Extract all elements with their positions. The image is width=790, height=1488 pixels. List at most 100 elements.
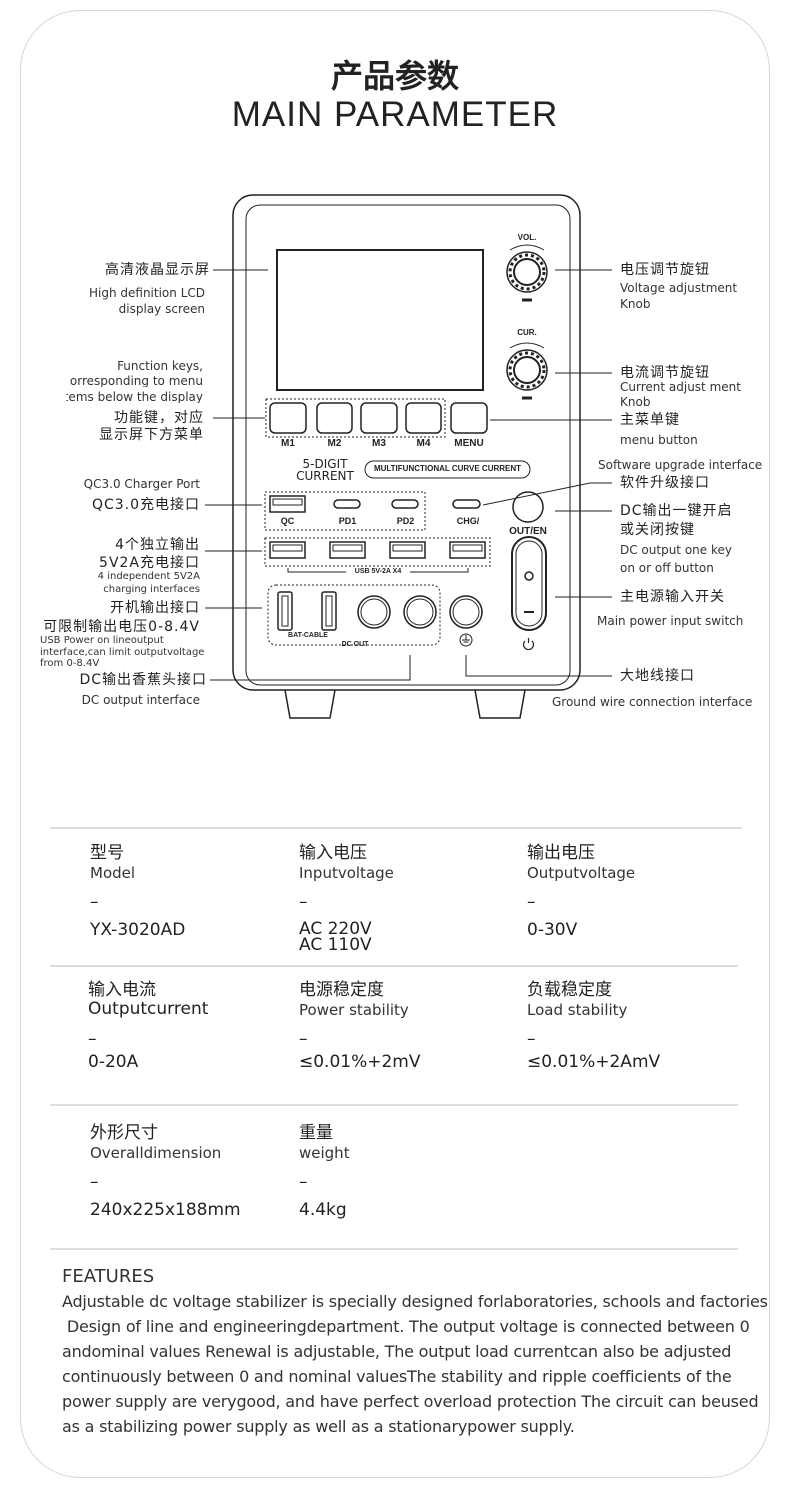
label-cur: CUR.	[517, 328, 537, 337]
on-label-en1: USB Power on lineoutput	[40, 635, 164, 646]
pd2-port	[391, 499, 419, 509]
button-m4	[405, 402, 442, 434]
dc-label-cn: DC输出香蕉头接口	[79, 672, 207, 688]
label-usb: USB 5V-2A X4	[354, 568, 402, 575]
features-line: continuously between 0 and nominal value…	[62, 1367, 732, 1386]
spec-value-2: AC 110V	[299, 935, 372, 955]
curve-pill	[364, 460, 531, 479]
bat-port-1	[277, 591, 293, 631]
current-knob	[506, 342, 548, 400]
spec-label-cn: 电源稳定度	[299, 980, 384, 1000]
usb-label-cn1: 4个独立输出	[115, 537, 200, 553]
qc-label-en: QC3.0 Charger Port	[83, 477, 200, 491]
title-en: MAIN PARAMETER	[231, 95, 559, 134]
label-m2: M2	[327, 438, 342, 449]
on-label-cn2: 可限制输出电压0-8.4V	[43, 619, 200, 635]
features-line: andominal values Renewal is adjustable, …	[62, 1342, 732, 1361]
lcd-label-en1: High definition LCD	[89, 286, 205, 300]
dc-switch-label-cn2: 或关闭按键	[620, 522, 695, 538]
curve-pill-label: MULTIFUNCTIONAL CURVE CURRENT	[373, 464, 522, 473]
ground-icon	[459, 633, 473, 647]
page-frame	[20, 10, 770, 1478]
fn-label-en2: corresponding to menu	[63, 374, 203, 388]
sw-label-en: Software upgrade interface	[598, 458, 763, 472]
label-pd1: PD1	[338, 516, 357, 526]
label-m1: M1	[281, 438, 295, 449]
device-inner-body	[245, 204, 571, 686]
spec-label-en: Model	[90, 864, 136, 882]
title-cn: 产品参数	[330, 57, 459, 95]
features-title: FEATURES	[62, 1266, 155, 1287]
button-menu	[450, 402, 488, 434]
spec-dash: –	[88, 1029, 97, 1049]
ground-label-en: Ground wire connection interface	[552, 695, 753, 709]
label-chg: CHG/	[456, 516, 480, 526]
dc-switch-label-en2: on or off button	[620, 561, 714, 575]
sw-label-cn: 软件升级接口	[620, 475, 710, 491]
spec-label-cn: 重量	[299, 1123, 333, 1143]
usb-label-en2: charging interfaces	[103, 584, 200, 595]
menu-label-cn: 主菜单键	[620, 412, 680, 428]
banana-jack-2	[403, 595, 437, 629]
spec-label-cn: 输入电压	[299, 843, 367, 863]
spec-value: 0-30V	[527, 920, 578, 940]
button-m3	[360, 402, 398, 434]
vol-label-en2: Knob	[620, 297, 651, 311]
usb-ports	[269, 541, 486, 559]
lcd-label-cn: 高清液晶显示屏	[105, 262, 210, 278]
usb-label-en1: 4 independent 5V2A	[97, 571, 200, 582]
fn-label-cn1: 功能键，对应	[114, 410, 204, 426]
label-m4: M4	[416, 438, 431, 449]
spec-dash: –	[299, 1029, 308, 1049]
spec-label-en: Load stability	[527, 1001, 628, 1019]
spec-label-en: Outputvoltage	[527, 864, 636, 882]
on-label-en2: interface,can limit outputvoltage	[40, 647, 205, 658]
spec-value: ≤0.01%+2AmV	[527, 1052, 661, 1072]
spec-label-cn: 负载稳定度	[527, 980, 612, 1000]
device-foot-left	[284, 689, 336, 719]
lcd-label-en2: display screen	[118, 302, 205, 316]
label-qc: QC	[280, 516, 295, 526]
on-label-cn1: 开机输出接口	[110, 600, 200, 616]
features-line: as a stabilizing power supply as well as…	[62, 1417, 575, 1436]
device-diagram	[205, 194, 612, 719]
qc-label-cn: QC3.0充电接口	[91, 497, 200, 513]
banana-jack-1	[357, 595, 391, 629]
features-line: power supply are verygood, and have perf…	[62, 1392, 759, 1411]
voltage-knob	[506, 244, 548, 302]
brand-line2: CURRENT	[296, 469, 354, 483]
spec-dash: –	[90, 892, 99, 912]
spec-dash: –	[527, 1029, 536, 1049]
spec-label-en: Inputvoltage	[299, 864, 394, 882]
label-m3: M3	[372, 438, 386, 449]
dc-switch-label-cn1: DC输出一键开启	[620, 503, 733, 519]
fn-label-en1: Function keys,	[117, 359, 203, 373]
spec-label-cn: 外形尺寸	[90, 1123, 158, 1143]
spec-value: 0-20A	[88, 1052, 139, 1072]
spec-value: AC 220V	[299, 919, 372, 939]
cur-label-en2: Knob	[620, 395, 651, 409]
cur-label-en1: Current adjust ment	[620, 380, 741, 394]
usb-label-cn2: 5V2A充电接口	[99, 555, 200, 571]
spec-label-en: weight	[299, 1144, 350, 1162]
spec-value: YX-3020AD	[90, 920, 186, 940]
spec-label-cn: 型号	[90, 843, 124, 863]
spec-label-cn: 输入电流	[88, 980, 156, 1000]
spec-dash: –	[90, 1172, 99, 1192]
ground-jack	[449, 595, 483, 629]
power-switch	[511, 536, 547, 631]
features-line: Design of line and engineeringdepartment…	[62, 1317, 750, 1336]
on-label-en3: from 0-8.4V	[40, 658, 100, 669]
button-m2	[316, 402, 353, 434]
label-pd2: PD2	[396, 516, 415, 526]
label-vol: VOL.	[517, 233, 537, 242]
spec-value: 4.4kg	[299, 1200, 347, 1220]
qc-port	[269, 495, 306, 513]
bat-port-2	[321, 591, 337, 631]
label-bat-cable: BAT-CABLE	[288, 632, 328, 639]
label-out-en: OUT/EN	[509, 526, 547, 537]
button-m1	[269, 402, 307, 434]
spec-dash: –	[299, 892, 308, 912]
spec-label-cn: 输出电压	[527, 843, 595, 863]
